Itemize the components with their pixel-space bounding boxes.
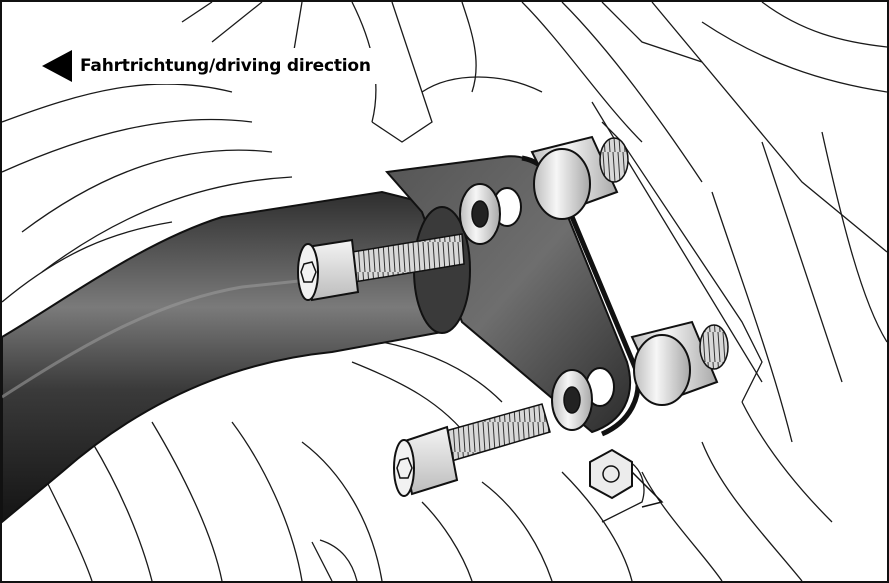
- spacer-upper: [530, 135, 629, 220]
- washer-lower: [551, 369, 593, 431]
- washer-upper: [459, 183, 501, 245]
- hex-socket-icon: [396, 457, 413, 479]
- hex-socket-icon: [300, 261, 317, 283]
- protection-bar-tube: [2, 190, 443, 524]
- driving-direction-label: Fahrtrichtung/driving direction: [42, 48, 377, 84]
- driving-direction-text: Fahrtrichtung/driving direction: [80, 56, 371, 76]
- bolt-lower: [393, 403, 551, 497]
- spacer-lower: [630, 320, 729, 406]
- triangle-left-icon: [42, 50, 72, 82]
- frame-hex-nut: [589, 448, 664, 508]
- bolt-upper: [297, 233, 465, 302]
